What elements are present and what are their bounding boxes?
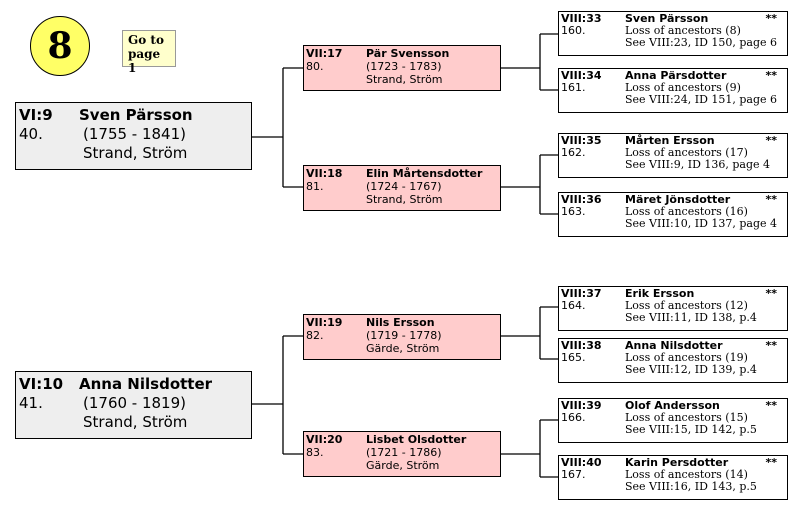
person-dates: (1723 - 1783) bbox=[366, 60, 442, 73]
person-box-vii-18[interactable]: VII:18 Elin Mårtensdotter 81. (1724 - 1767… bbox=[303, 165, 501, 211]
person-dates: (1755 - 1841) bbox=[83, 125, 187, 143]
person-box-viii-40[interactable]: VIII:40 Karin Persdotter ** 167. Loss of a… bbox=[558, 455, 788, 500]
person-id: VII:20 bbox=[306, 433, 343, 446]
person-box-viii-39[interactable]: VIII:39 Olof Andersson ** 166. Loss of anc… bbox=[558, 398, 788, 443]
cross-reference-link[interactable]: See VIII:16, ID 143, p.5 bbox=[625, 480, 757, 493]
person-box-viii-35[interactable]: VIII:35 Mårten Ersson ** 162. Loss of ance… bbox=[558, 133, 788, 178]
cross-reference-link[interactable]: See VIII:24, ID 151, page 6 bbox=[625, 93, 778, 106]
person-name: Anna Pärsdotter bbox=[625, 69, 727, 82]
page-number: 8 bbox=[47, 25, 73, 67]
person-name: Anna Nilsdotter bbox=[79, 375, 213, 393]
duplicate-marker: ** bbox=[765, 69, 777, 82]
person-name: Elin Mårtensdotter bbox=[366, 167, 483, 180]
person-name: Lisbet Olsdotter bbox=[366, 433, 467, 446]
loss-of-ancestors: Loss of ancestors (9) bbox=[625, 81, 741, 94]
cross-reference-link[interactable]: See VIII:23, ID 150, page 6 bbox=[625, 36, 778, 49]
person-number: 82. bbox=[306, 329, 324, 342]
person-number: 164. bbox=[561, 299, 586, 312]
loss-of-ancestors: Loss of ancestors (12) bbox=[625, 299, 748, 312]
duplicate-marker: ** bbox=[765, 456, 777, 469]
person-box-viii-33[interactable]: VIII:33 Sven Pärsson ** 160. Loss of ances… bbox=[558, 11, 788, 56]
person-name: Olof Andersson bbox=[625, 399, 720, 412]
person-place: Strand, Ström bbox=[366, 73, 443, 86]
person-number: 83. bbox=[306, 446, 324, 459]
person-number: 81. bbox=[306, 180, 324, 193]
duplicate-marker: ** bbox=[765, 339, 777, 352]
person-box-viii-37[interactable]: VIII:37 Erik Ersson ** 164. Loss of ancest… bbox=[558, 286, 788, 331]
person-dates: (1724 - 1767) bbox=[366, 180, 442, 193]
person-name: Nils Ersson bbox=[366, 316, 435, 329]
loss-of-ancestors: Loss of ancestors (16) bbox=[625, 205, 748, 218]
duplicate-marker: ** bbox=[765, 134, 777, 147]
person-id: VI:10 bbox=[19, 375, 64, 393]
person-name: Sven Pärsson bbox=[79, 106, 193, 124]
cross-reference-link[interactable]: See VIII:15, ID 142, p.5 bbox=[625, 423, 757, 436]
person-box-vii-17[interactable]: VII:17 Pär Svensson 80. (1723 - 1783) Stra… bbox=[303, 45, 501, 91]
person-number: 161. bbox=[561, 81, 586, 94]
person-id: VII:19 bbox=[306, 316, 343, 329]
person-place: Gärde, Ström bbox=[366, 342, 440, 355]
person-name: Erik Ersson bbox=[625, 287, 695, 300]
person-name: Märet Jönsdotter bbox=[625, 193, 731, 206]
person-id: VIII:39 bbox=[561, 399, 602, 412]
cross-reference-link[interactable]: See VIII:9, ID 136, page 4 bbox=[625, 158, 771, 171]
person-name: Pär Svensson bbox=[366, 47, 450, 60]
person-id: VIII:40 bbox=[561, 456, 602, 469]
loss-of-ancestors: Loss of ancestors (8) bbox=[625, 24, 741, 37]
person-number: 165. bbox=[561, 351, 586, 364]
goto-line-2: page 1 bbox=[128, 47, 161, 75]
person-id: VIII:33 bbox=[561, 12, 602, 25]
person-name: Anna Nilsdotter bbox=[625, 339, 723, 352]
loss-of-ancestors: Loss of ancestors (15) bbox=[625, 411, 748, 424]
person-dates: (1760 - 1819) bbox=[83, 394, 187, 412]
person-place: Gärde, Ström bbox=[366, 459, 440, 472]
cross-reference-link[interactable]: See VIII:10, ID 137, page 4 bbox=[625, 217, 778, 230]
duplicate-marker: ** bbox=[765, 12, 777, 25]
duplicate-marker: ** bbox=[765, 399, 777, 412]
person-number: 167. bbox=[561, 468, 586, 481]
person-name: Karin Persdotter bbox=[625, 456, 729, 469]
cross-reference-link[interactable]: See VIII:11, ID 138, p.4 bbox=[625, 311, 757, 324]
loss-of-ancestors: Loss of ancestors (19) bbox=[625, 351, 748, 364]
page-number-badge: 8 bbox=[30, 16, 90, 76]
duplicate-marker: ** bbox=[765, 193, 777, 206]
loss-of-ancestors: Loss of ancestors (14) bbox=[625, 468, 748, 481]
person-id: VIII:36 bbox=[561, 193, 602, 206]
person-place: Strand, Ström bbox=[83, 413, 188, 431]
person-box-viii-38[interactable]: VIII:38 Anna Nilsdotter ** 165. Loss of an… bbox=[558, 338, 788, 383]
goto-line-1: Go to bbox=[128, 33, 164, 47]
person-id: VI:9 bbox=[19, 106, 53, 124]
person-place: Strand, Ström bbox=[83, 144, 188, 162]
person-id: VII:18 bbox=[306, 167, 343, 180]
person-box-vii-19[interactable]: VII:19 Nils Ersson 82. (1719 - 1778) Gärde… bbox=[303, 314, 501, 360]
person-number: 163. bbox=[561, 205, 586, 218]
person-id: VIII:34 bbox=[561, 69, 602, 82]
duplicate-marker: ** bbox=[765, 287, 777, 300]
person-id: VIII:38 bbox=[561, 339, 602, 352]
person-id: VIII:35 bbox=[561, 134, 602, 147]
person-number: 40. bbox=[19, 125, 43, 143]
person-name: Mårten Ersson bbox=[625, 134, 715, 147]
person-box-viii-36[interactable]: VIII:36 Märet Jönsdotter ** 163. Loss of a… bbox=[558, 192, 788, 237]
person-number: 166. bbox=[561, 411, 586, 424]
person-dates: (1721 - 1786) bbox=[366, 446, 442, 459]
person-box-vi-10[interactable]: VI:10 Anna Nilsdotter 41. (1760 - 1819) St… bbox=[15, 371, 252, 439]
loss-of-ancestors: Loss of ancestors (17) bbox=[625, 146, 748, 159]
cross-reference-link[interactable]: See VIII:12, ID 139, p.4 bbox=[625, 363, 757, 376]
person-number: 162. bbox=[561, 146, 586, 159]
person-number: 80. bbox=[306, 60, 324, 73]
person-id: VIII:37 bbox=[561, 287, 602, 300]
person-dates: (1719 - 1778) bbox=[366, 329, 442, 342]
person-id: VII:17 bbox=[306, 47, 343, 60]
person-name: Sven Pärsson bbox=[625, 12, 709, 25]
person-number: 160. bbox=[561, 24, 586, 37]
goto-page-1-link[interactable]: Go to page 1 bbox=[122, 30, 176, 75]
person-number: 41. bbox=[19, 394, 43, 412]
person-place: Strand, Ström bbox=[366, 193, 443, 206]
person-box-viii-34[interactable]: VIII:34 Anna Pärsdotter ** 161. Loss of an… bbox=[558, 68, 788, 113]
person-box-vi-9[interactable]: VI:9 Sven Pärsson 40. (1755 - 1841) Strand… bbox=[15, 102, 252, 170]
